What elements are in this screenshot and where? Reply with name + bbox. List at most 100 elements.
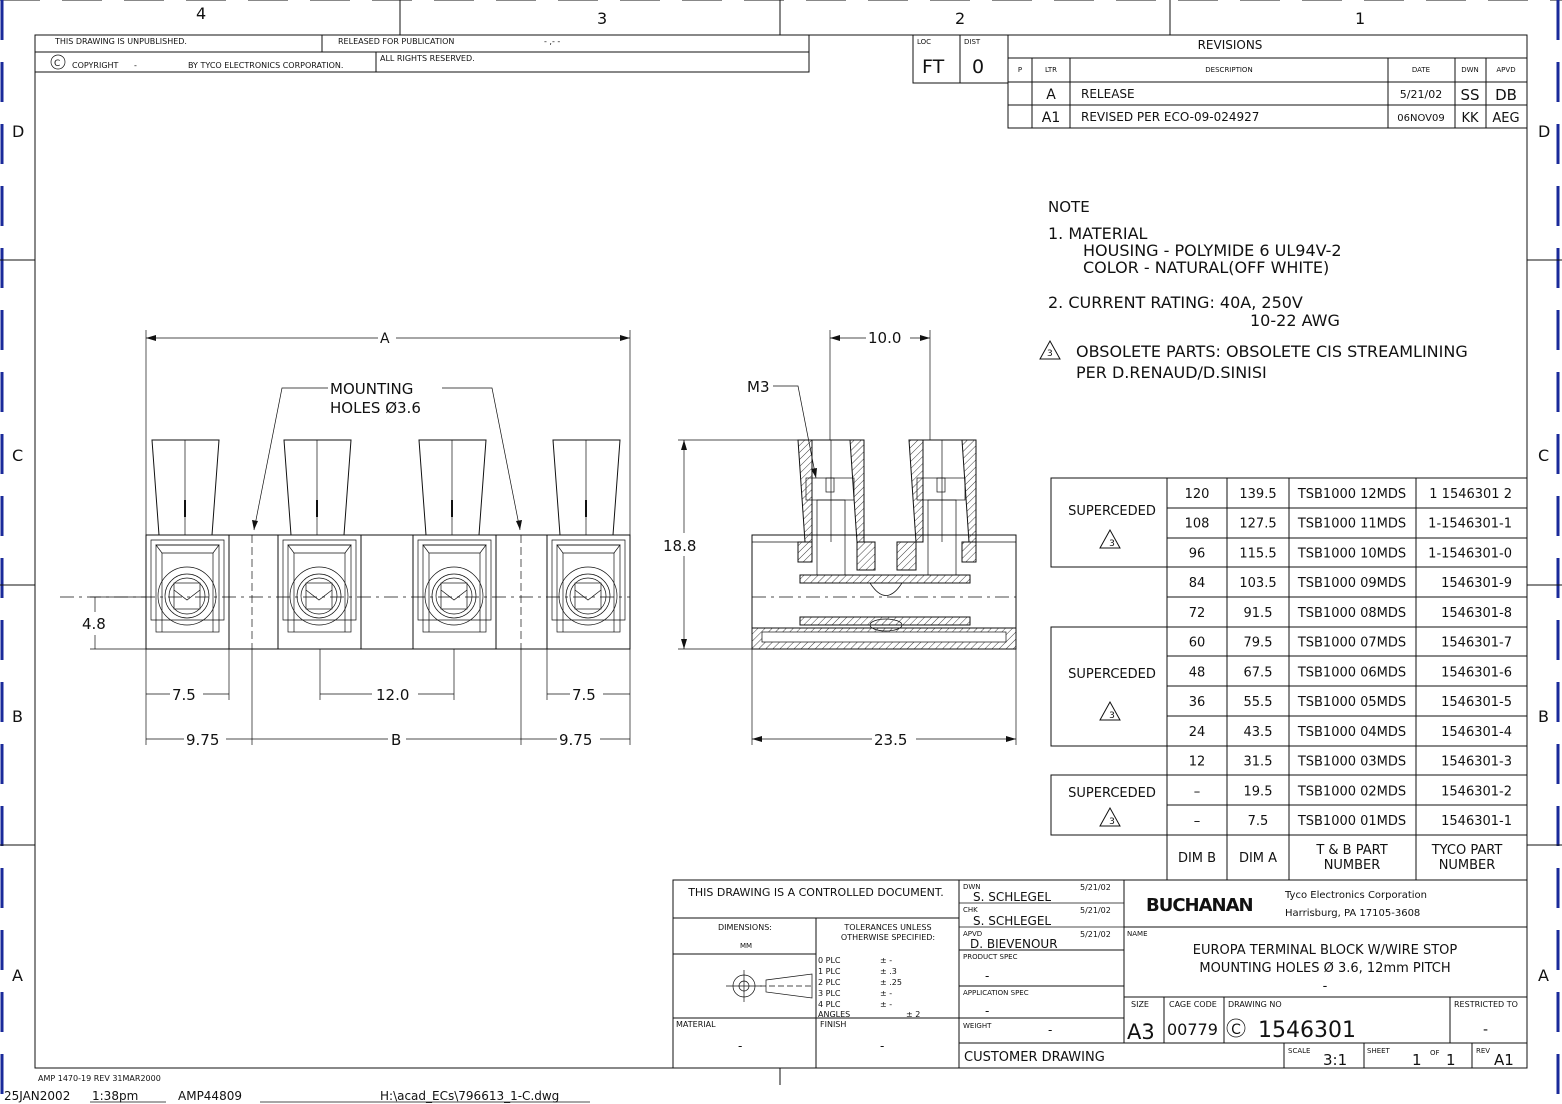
- zone-left-d: D: [12, 122, 24, 141]
- parts-row-11-tyco-part: 1546301-2: [1441, 784, 1512, 799]
- tolerances-2: OTHERWISE SPECIFIED:: [841, 933, 935, 942]
- zone-top-1: 1: [1355, 9, 1365, 28]
- of-value: 1: [1446, 1051, 1456, 1069]
- parts-row-12-tb-part: TSB1000 01MDS: [1297, 814, 1406, 829]
- zone-top-4: 4: [196, 4, 206, 23]
- dwg-number: 1546301: [1258, 1018, 1356, 1043]
- parts-row-2-tyco-part: 1-1546301-1: [1428, 517, 1512, 532]
- parts-row-1-dim-a: 139.5: [1239, 487, 1276, 502]
- rev-row-2-desc: REVISED PER ECO-09-024927: [1081, 110, 1259, 124]
- parts-row-3-dim-b: 96: [1189, 546, 1206, 561]
- note-2: 2. CURRENT RATING: 40A, 250V: [1048, 293, 1303, 312]
- parts-row-9-tb-part: TSB1000 04MDS: [1297, 725, 1406, 740]
- part-name-3: -: [1323, 979, 1328, 994]
- dimensions-label: DIMENSIONS:: [718, 923, 772, 932]
- dist-value: 0: [972, 56, 984, 78]
- sheet-label: SHEET: [1367, 1047, 1391, 1055]
- dimensions-mm: MM: [740, 942, 752, 950]
- material-value: -: [738, 1039, 742, 1053]
- footer-amp: AMP 1470-19 REV 31MAR2000: [38, 1074, 161, 1083]
- rev-header-dwn: DWN: [1461, 66, 1479, 74]
- dwg-prefix-circle: [1226, 1018, 1246, 1038]
- plc-3-value: ± -: [880, 989, 892, 998]
- zone-right-b: B: [1538, 707, 1549, 726]
- copyright-by: BY TYCO ELECTRONICS CORPORATION.: [188, 61, 343, 70]
- parts-row-11-tb-part: TSB1000 02MDS: [1297, 784, 1406, 799]
- m3-label: M3: [747, 378, 770, 396]
- parts-row-7-tyco-part: 1546301-6: [1441, 665, 1512, 680]
- company-name: Tyco Electronics Corporation: [1284, 890, 1427, 901]
- footer-path: H:\acad_ECs\796613_1-C.dwg: [380, 1089, 559, 1103]
- dwn-date: 5/21/02: [1080, 883, 1111, 892]
- parts-row-9-dim-b: 24: [1189, 725, 1206, 740]
- product-spec-label: PRODUCT SPEC: [963, 953, 1018, 961]
- finish-value: -: [880, 1039, 884, 1053]
- copyright-dash: -: [134, 61, 137, 70]
- dim-9-75-right: 9.75: [559, 731, 592, 749]
- note-1b: COLOR - NATURAL(OFF WHITE): [1083, 258, 1329, 277]
- parts-row-6-dim-b: 60: [1189, 636, 1206, 651]
- zone-left-a: A: [12, 966, 23, 985]
- superceded-label-3: SUPERCEDED: [1068, 786, 1156, 801]
- dim-10-0: 10.0: [868, 329, 901, 347]
- parts-row-5-tb-part: TSB1000 08MDS: [1297, 606, 1406, 621]
- dim-a-label: A: [380, 331, 390, 347]
- dim-9-75-left: 9.75: [186, 731, 219, 749]
- dim-12-0: 12.0: [376, 686, 409, 704]
- rev-row-1-date: 5/21/02: [1400, 88, 1442, 101]
- angles: ANGLES: [818, 1010, 850, 1019]
- rev-header-apvd: APVD: [1496, 66, 1515, 74]
- of-label: OF: [1430, 1049, 1440, 1057]
- zone-top-2: 2: [955, 9, 965, 28]
- parts-row-9-dim-a: 43.5: [1244, 725, 1273, 740]
- side-view: [678, 330, 1017, 745]
- note-3: OBSOLETE PARTS: OBSOLETE CIS STREAMLININ…: [1076, 342, 1468, 361]
- buchanan-logo: BUCHANAN: [1146, 895, 1253, 916]
- parts-row-12-tyco-part: 1546301-1: [1441, 814, 1512, 829]
- parts-row-5-dim-a: 91.5: [1244, 606, 1273, 621]
- parts-row-8-tyco-part: 1546301-5: [1441, 695, 1512, 710]
- plc-1: 1 PLC: [818, 967, 841, 976]
- chk-name: S. SCHLEGEL: [973, 914, 1051, 928]
- copyright-text: COPYRIGHT: [72, 61, 119, 70]
- note-title: NOTE: [1048, 198, 1090, 216]
- material-label: MATERIAL: [676, 1020, 716, 1029]
- parts-row-3-tb-part: TSB1000 10MDS: [1297, 546, 1406, 561]
- superceded-label-2: SUPERCEDED: [1068, 667, 1156, 682]
- parts-row-9-tyco-part: 1546301-4: [1441, 725, 1512, 740]
- rev-value: A1: [1494, 1051, 1514, 1069]
- front-view: [60, 330, 631, 745]
- dwn-name: S. SCHLEGEL: [973, 890, 1051, 904]
- parts-row-8-dim-a: 55.5: [1244, 695, 1273, 710]
- parts-row-10-tb-part: TSB1000 03MDS: [1297, 755, 1406, 770]
- dim-7-5-left: 7.5: [172, 686, 196, 704]
- note-2a: 10-22 AWG: [1250, 311, 1340, 330]
- parts-row-1-tyco-part: 1 1546301 2: [1429, 487, 1512, 502]
- holes-label: HOLES Ø3.6: [330, 399, 421, 417]
- header-tb-2: NUMBER: [1324, 858, 1381, 873]
- parts-row-6-dim-a: 79.5: [1244, 636, 1273, 651]
- superceded-tri-1: 3: [1109, 539, 1115, 549]
- parts-row-7-dim-a: 67.5: [1244, 665, 1273, 680]
- parts-row-5-tyco-part: 1546301-8: [1441, 606, 1512, 621]
- parts-row-10-dim-b: 12: [1189, 755, 1206, 770]
- scale-value: 3:1: [1323, 1051, 1347, 1069]
- svg-text:C: C: [54, 59, 60, 69]
- parts-row-12-dim-b: –: [1194, 814, 1201, 829]
- cage-value: 00779: [1167, 1020, 1218, 1039]
- parts-row-6-tyco-part: 1546301-7: [1441, 636, 1512, 651]
- rev-header-p: P: [1018, 66, 1022, 74]
- rev-row-2-dwn: KK: [1461, 111, 1479, 126]
- rev-row-2-apvd: AEG: [1492, 111, 1519, 126]
- plc-2: 2 PLC: [818, 978, 841, 987]
- dim-23-5: 23.5: [874, 731, 907, 749]
- parts-row-5-dim-b: 72: [1189, 606, 1206, 621]
- plc-2-value: ± .25: [880, 978, 902, 987]
- released-text: RELEASED FOR PUBLICATION: [338, 37, 454, 46]
- header-dim-b: DIM B: [1178, 851, 1216, 866]
- apvd-name: D. BIEVENOUR: [970, 937, 1058, 951]
- customer-drawing: CUSTOMER DRAWING: [964, 1050, 1105, 1065]
- controlled-doc: THIS DRAWING IS A CONTROLLED DOCUMENT.: [687, 886, 944, 899]
- revisions-title: REVISIONS: [1198, 38, 1263, 52]
- chk-label: CHK: [963, 906, 978, 914]
